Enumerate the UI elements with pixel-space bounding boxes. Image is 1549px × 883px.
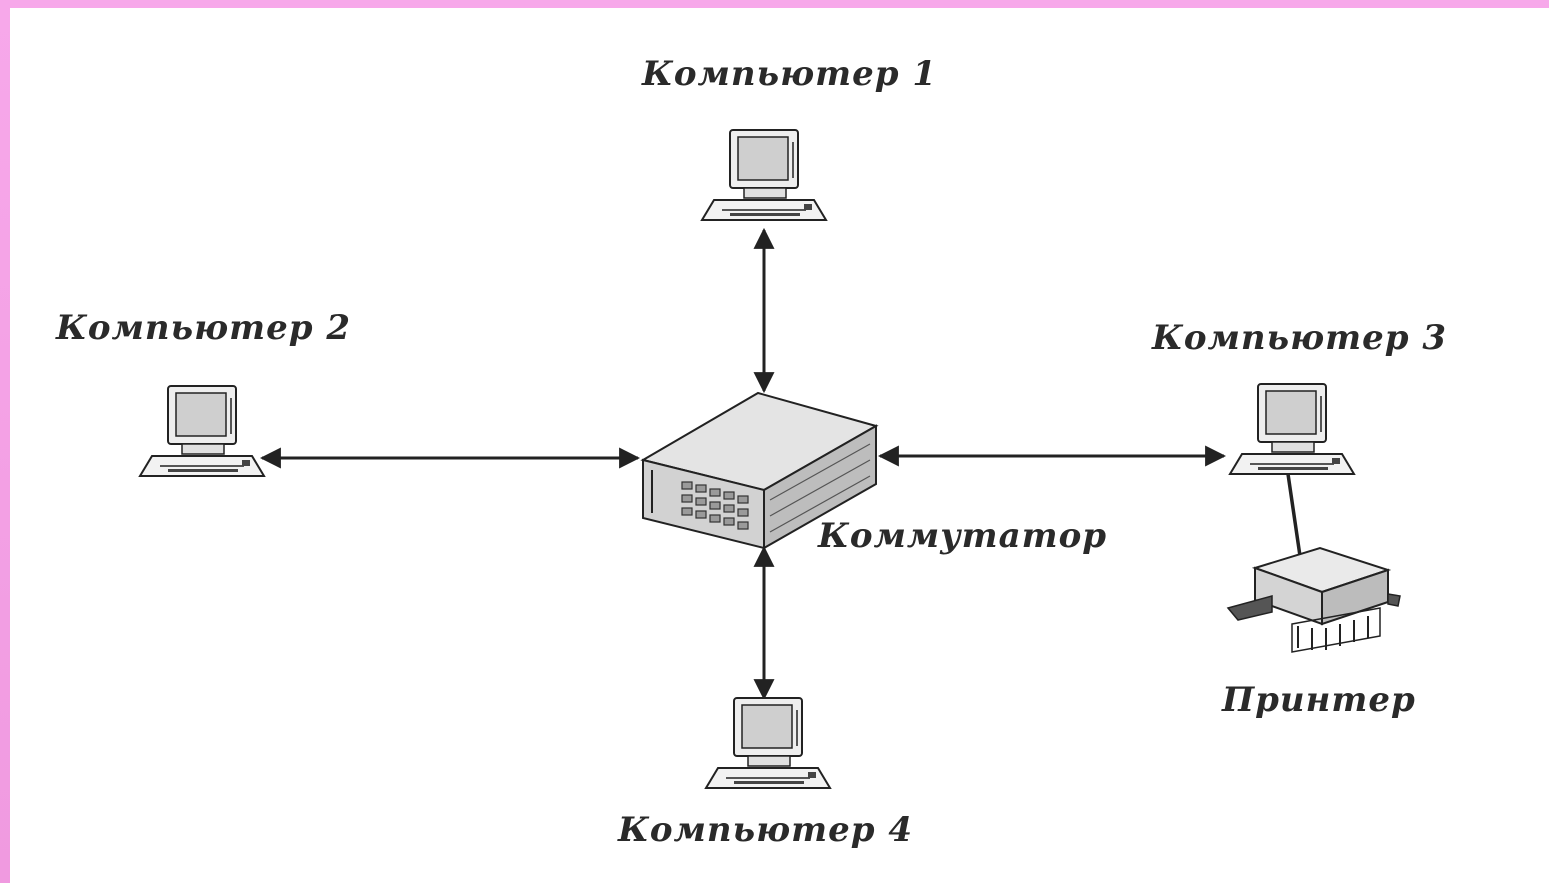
printer-label: Принтер	[1222, 680, 1416, 720]
computer-3-label: Компьютер 3	[1152, 318, 1448, 358]
network-diagram	[139, 129, 1401, 789]
switch-icon	[640, 391, 879, 550]
diagram-canvas: Компьютер 1 Компьютер 2 Компьютер 3 Комп…	[10, 8, 1549, 883]
computer-4-icon	[705, 697, 831, 789]
computer-1-label: Компьютер 1	[642, 54, 938, 94]
edge-computer3-printer	[1286, 473, 1302, 557]
computer-2-label: Компьютер 2	[56, 308, 352, 348]
computer-2-icon	[139, 385, 265, 477]
computer-4-label: Компьютер 4	[618, 810, 914, 850]
computer-1-icon	[701, 129, 827, 221]
printer-icon	[1226, 546, 1401, 653]
switch-label: Коммутатор	[818, 516, 1108, 556]
computer-3-icon	[1229, 383, 1355, 475]
